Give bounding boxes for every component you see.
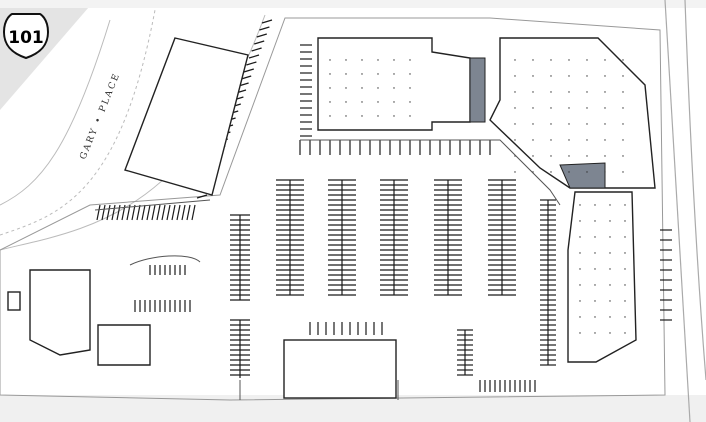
building-south [283,339,397,399]
street-label: GARY • PLACE [79,71,123,161]
east-road-edge [684,0,706,381]
street-edge [0,19,111,206]
site-boundary [0,17,666,401]
curbs [94,139,561,400]
building-west-pad-b [97,324,151,366]
south-curb [239,380,399,400]
highway-shield-icon: 101 [2,13,50,60]
highway-number: 101 [8,28,44,48]
highlighted-space-east [559,162,606,189]
building-grid-dots [329,59,626,334]
building-west-pad-a [29,269,91,356]
highlighted-space-north [469,57,486,123]
building-gary-place [124,37,249,196]
street-centerline [0,9,156,236]
parking-stalls [96,19,672,392]
highway-band-lower [0,395,706,422]
west-island-curb [129,255,201,266]
top-street-band [0,0,706,8]
building-west-small [7,291,21,311]
west-curb [94,199,211,211]
building-east [567,191,637,363]
storefront-walkway [300,139,561,206]
east-road-edge [664,0,691,422]
